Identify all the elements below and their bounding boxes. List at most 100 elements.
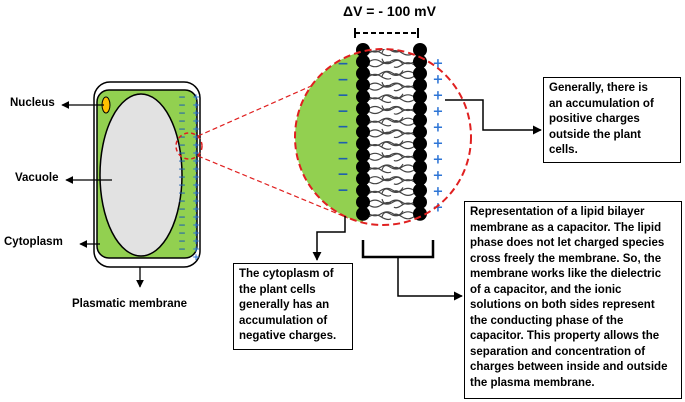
zoom-line-bottom xyxy=(197,155,349,219)
positive-charge-symbol: + xyxy=(192,253,200,263)
positive-charge-symbol: + xyxy=(192,117,200,127)
delta-v-label: ΔV = - 100 mV xyxy=(343,3,436,19)
positive-charge-symbol: + xyxy=(192,109,200,119)
lipid-tail xyxy=(368,120,392,127)
lipid-tail xyxy=(381,152,415,158)
lipid-head-inner xyxy=(356,171,370,186)
lipid-tail xyxy=(368,50,392,57)
lipid-tail xyxy=(393,85,415,92)
lipid-tail xyxy=(381,141,415,147)
negative-charge-symbol: − xyxy=(178,125,186,135)
lipid-head-inner xyxy=(356,183,370,198)
lipid-head-outer xyxy=(413,89,427,104)
negative-charge-symbol: − xyxy=(178,197,186,207)
cytoplasm-label: Cytoplasm xyxy=(4,236,63,248)
negative-charge-symbol: − xyxy=(178,221,186,231)
lipid-tail xyxy=(381,70,415,77)
negative-charge-symbol: − xyxy=(178,117,186,127)
zoom-circle: −−−−−−−−− ++++++++++ xyxy=(294,43,472,226)
lipid-head-inner xyxy=(356,136,370,151)
positive-charge-symbol: + xyxy=(433,73,444,88)
lipid-tail xyxy=(393,213,415,220)
positive-charge-symbol: + xyxy=(192,205,200,215)
lipid-head-inner xyxy=(356,148,370,163)
lipid-head-inner xyxy=(356,43,370,57)
lipid-tail xyxy=(381,49,415,54)
lipid-tails xyxy=(368,49,415,221)
positive-charge-symbol: + xyxy=(433,137,444,152)
negative-charge-symbol: − xyxy=(178,213,186,223)
lipid-tail xyxy=(368,214,392,221)
plasmatic-membrane-label: Plasmatic membrane xyxy=(72,298,188,310)
lipid-tail xyxy=(393,108,415,115)
negative-charge-symbol: − xyxy=(178,173,186,183)
lipid-tail xyxy=(393,179,415,185)
lipid-head-outer xyxy=(413,148,427,163)
lipid-tail xyxy=(393,62,415,68)
negative-charge-symbol: − xyxy=(337,135,349,151)
negative-charge-symbol: − xyxy=(178,205,186,215)
lipid-tail xyxy=(368,144,392,150)
lipid-tail xyxy=(381,81,415,88)
positive-charge-symbol: + xyxy=(433,153,444,168)
plant-cell: −−−−−−−−−−−−−−−−−−−− +++++++++++++++++++… xyxy=(93,81,203,268)
positive-charge-symbol: + xyxy=(192,149,200,159)
lipid-tail xyxy=(368,73,392,80)
zoom-positive-charges: ++++++++++ xyxy=(433,57,444,216)
positive-charge-symbol: + xyxy=(192,189,200,199)
negative-charge-symbol: − xyxy=(178,149,186,159)
negative-charge-symbol: − xyxy=(178,189,186,199)
negative-charge-symbol: − xyxy=(178,157,186,167)
negative-charge-symbol: − xyxy=(178,133,186,143)
positive-charge-symbol: + xyxy=(192,157,200,167)
positive-charge-symbol: + xyxy=(192,141,200,151)
positive-charges-note: Generally, there is an accumulation of p… xyxy=(543,77,681,163)
lipid-head-inner xyxy=(356,89,370,104)
positive-charge-symbol: + xyxy=(192,173,200,183)
lipid-head-inner xyxy=(356,78,370,93)
lipid-tail xyxy=(381,164,415,171)
lipid-head-outer xyxy=(413,78,427,93)
positive-charge-symbol: + xyxy=(433,121,444,136)
lipid-head-inner xyxy=(356,54,370,69)
lipid-tail xyxy=(393,132,415,139)
negative-charge-symbol: − xyxy=(337,88,349,104)
nucleus-label: Nucleus xyxy=(10,97,55,109)
lipid-head-outer xyxy=(413,66,427,81)
positive-charge-symbol: + xyxy=(433,201,444,216)
negative-charge-symbol: − xyxy=(178,237,186,247)
lipid-tail xyxy=(393,119,415,126)
zoom-negative-charges: −−−−−−−−− xyxy=(337,56,349,198)
positive-callout-arrow xyxy=(445,99,542,135)
negative-charge-symbol: − xyxy=(337,151,349,167)
negative-charge-symbol: − xyxy=(337,182,349,198)
lipid-tail xyxy=(381,175,415,182)
positive-charge-symbol: + xyxy=(192,181,200,191)
lipid-tail xyxy=(393,73,415,79)
zoom-line-top xyxy=(197,82,319,137)
lipid-head-inner xyxy=(356,66,370,81)
positive-charge-symbol: + xyxy=(192,125,200,135)
lipid-head-inner xyxy=(356,195,370,210)
positive-charge-symbol: + xyxy=(192,197,200,207)
lipid-tail xyxy=(368,167,392,174)
negative-charge-symbol: − xyxy=(178,101,186,111)
lipid-tail xyxy=(393,190,415,196)
negative-charge-symbol: − xyxy=(178,165,186,175)
capacitor-callout-arrow xyxy=(397,257,463,301)
vacuole-shape xyxy=(99,93,183,257)
vacuole-label: Vacuole xyxy=(15,172,59,184)
zoom-circle-border xyxy=(294,48,472,226)
negative-charge-symbol: − xyxy=(337,119,349,135)
lipid-tail xyxy=(393,49,415,56)
lipid-tail xyxy=(381,94,415,100)
zoom-cytoplasm xyxy=(295,49,363,225)
capacitor-explanation: Representation of a lipid bilayer membra… xyxy=(464,201,682,399)
lipid-tail xyxy=(393,202,415,209)
lipid-head-inner xyxy=(356,206,370,221)
lipid-tail xyxy=(393,166,415,173)
cell-negative-charges: −−−−−−−−−−−−−−−−−−−− xyxy=(178,93,186,255)
lipid-head-outer xyxy=(413,195,427,210)
positive-charge-symbol: + xyxy=(433,169,444,184)
